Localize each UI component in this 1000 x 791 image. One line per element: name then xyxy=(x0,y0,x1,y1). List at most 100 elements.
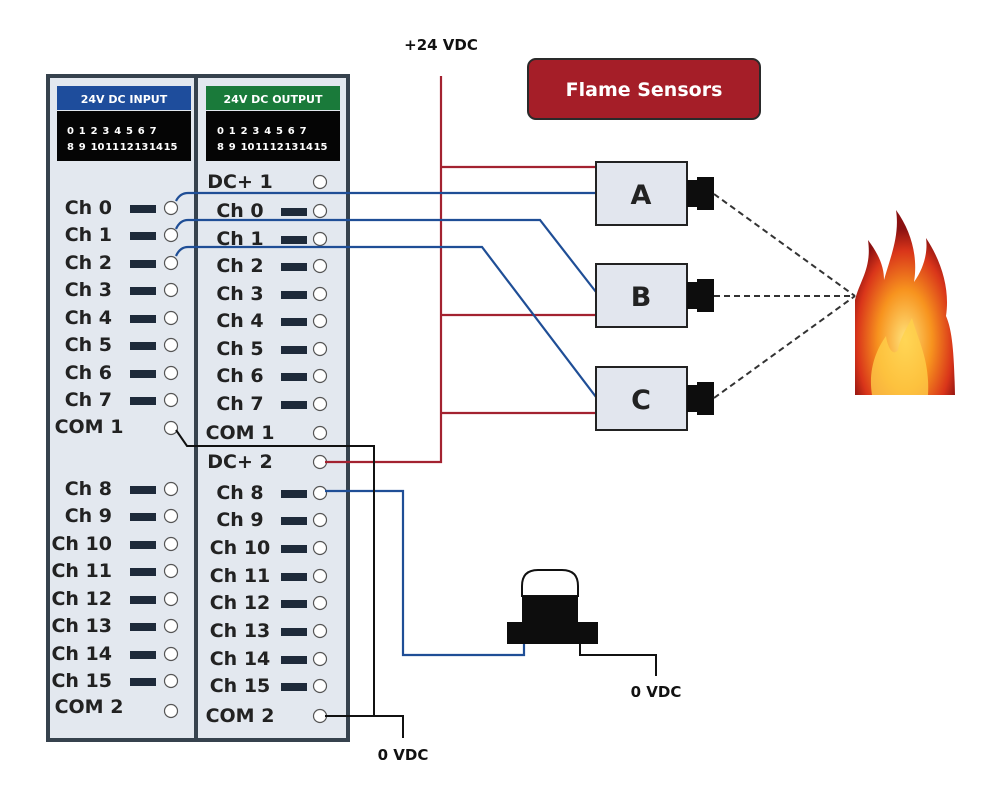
status-digit: 2 xyxy=(241,126,248,137)
output-terminal[interactable] xyxy=(312,540,328,556)
signal-wire-sensor-b xyxy=(174,218,597,293)
input-terminal[interactable] xyxy=(163,646,179,662)
output-terminal[interactable] xyxy=(312,341,328,357)
output-terminal[interactable] xyxy=(312,203,328,219)
input-terminal[interactable] xyxy=(163,310,179,326)
input-terminal[interactable] xyxy=(163,200,179,216)
output-terminal[interactable] xyxy=(312,286,328,302)
status-digit: 13 xyxy=(134,142,148,153)
input-channel-label: Ch 11 xyxy=(51,560,112,582)
input-terminal[interactable] xyxy=(163,255,179,271)
output-terminal[interactable] xyxy=(312,258,328,274)
output-terminal[interactable] xyxy=(312,568,328,584)
input-terminal[interactable] xyxy=(163,392,179,408)
input-channel-label: Ch 5 xyxy=(65,334,112,356)
output-channel-label: Ch 7 xyxy=(216,393,263,415)
output-status-panel xyxy=(206,111,340,161)
input-terminal[interactable] xyxy=(163,481,179,497)
output-channel-label: Ch 3 xyxy=(216,283,263,305)
output-dc2-label: DC+ 2 xyxy=(207,451,272,473)
output-terminal[interactable] xyxy=(312,595,328,611)
banner-title: Flame Sensors xyxy=(566,79,723,101)
output-com1-terminal[interactable] xyxy=(312,425,328,441)
output-channel-label: Ch 6 xyxy=(216,365,263,387)
input-terminal[interactable] xyxy=(163,227,179,243)
flame-sensor-a[interactable]: A xyxy=(595,161,714,226)
input-channel-label: Ch 15 xyxy=(51,670,112,692)
output-terminal[interactable] xyxy=(312,678,328,694)
banner-box xyxy=(527,58,761,120)
input-terminal-row: Ch 10 xyxy=(51,533,179,555)
input-channel-label: Ch 13 xyxy=(51,615,112,637)
output-channel-led xyxy=(281,318,307,326)
output-dc1-label: DC+ 1 xyxy=(207,171,272,193)
ground-wire-switch xyxy=(579,640,657,676)
input-channel-led xyxy=(130,287,156,295)
input-channel-led xyxy=(130,623,156,631)
status-digit: 4 xyxy=(264,126,271,137)
input-terminal[interactable] xyxy=(163,618,179,634)
power-bus-wire xyxy=(325,76,443,464)
status-digit: 8 xyxy=(217,142,224,153)
input-channel-led xyxy=(130,486,156,494)
input-terminal[interactable] xyxy=(163,282,179,298)
output-channel-label: Ch 15 xyxy=(210,675,271,697)
input-terminal[interactable] xyxy=(163,563,179,579)
status-digit: 5 xyxy=(276,126,283,137)
status-digit: 7 xyxy=(300,126,307,137)
input-channel-label: Ch 2 xyxy=(65,252,112,274)
output-dc2-terminal[interactable] xyxy=(312,454,328,470)
input-module-header: 24V DC INPUT xyxy=(81,93,168,106)
ground-wires xyxy=(175,429,657,738)
output-terminal[interactable] xyxy=(312,512,328,528)
output-channel-label: Ch 0 xyxy=(216,200,263,222)
input-com-row: COM 1 xyxy=(55,416,179,438)
input-channel-led xyxy=(130,370,156,378)
output-channel-label: Ch 13 xyxy=(210,620,271,642)
input-module-header-bg xyxy=(57,86,191,110)
input-terminal[interactable] xyxy=(163,591,179,607)
input-com2-terminal[interactable] xyxy=(163,703,179,719)
input-terminal[interactable] xyxy=(163,365,179,381)
input-terminal[interactable] xyxy=(163,508,179,524)
output-terminal[interactable] xyxy=(312,651,328,667)
output-channel-led xyxy=(281,208,307,216)
output-terminal[interactable] xyxy=(312,368,328,384)
output-terminal[interactable] xyxy=(312,396,328,412)
sensor-body xyxy=(595,263,688,328)
input-channel-led xyxy=(130,315,156,323)
flame-sensor-c[interactable]: C xyxy=(595,366,714,431)
sensor-label: A xyxy=(631,180,652,211)
input-channel-led xyxy=(130,232,156,240)
output-terminal[interactable] xyxy=(312,623,328,639)
input-status-panel xyxy=(57,111,191,161)
status-digit: 3 xyxy=(102,126,109,137)
output-terminal[interactable] xyxy=(312,313,328,329)
switch-base xyxy=(507,622,598,644)
output-channel-led xyxy=(281,656,307,664)
input-channel-led xyxy=(130,651,156,659)
input-terminal[interactable] xyxy=(163,536,179,552)
output-channel-led xyxy=(281,401,307,409)
output-com2-terminal[interactable] xyxy=(312,708,328,724)
switch-body xyxy=(522,596,578,622)
input-terminal-row: Ch 4 xyxy=(65,307,179,329)
flame-sensor-b[interactable]: B xyxy=(595,263,714,328)
status-digit: 15 xyxy=(164,142,178,153)
output-channel-label: Ch 14 xyxy=(210,648,271,670)
input-terminal[interactable] xyxy=(163,337,179,353)
ground-wire-com2 xyxy=(325,715,404,738)
input-terminal-row: Ch 0 xyxy=(65,197,179,219)
status-digit: 10 xyxy=(91,142,105,153)
output-dc1-terminal[interactable] xyxy=(312,174,328,190)
output-terminal[interactable] xyxy=(312,485,328,501)
input-com1-terminal[interactable] xyxy=(163,420,179,436)
flame-icon xyxy=(855,210,955,395)
output-terminal[interactable] xyxy=(312,231,328,247)
output-terminal-row: Ch 11 xyxy=(210,565,328,587)
input-terminal[interactable] xyxy=(163,673,179,689)
pushbutton-switch-icon[interactable] xyxy=(507,569,598,644)
output-terminal-row: Ch 9 xyxy=(216,509,328,531)
